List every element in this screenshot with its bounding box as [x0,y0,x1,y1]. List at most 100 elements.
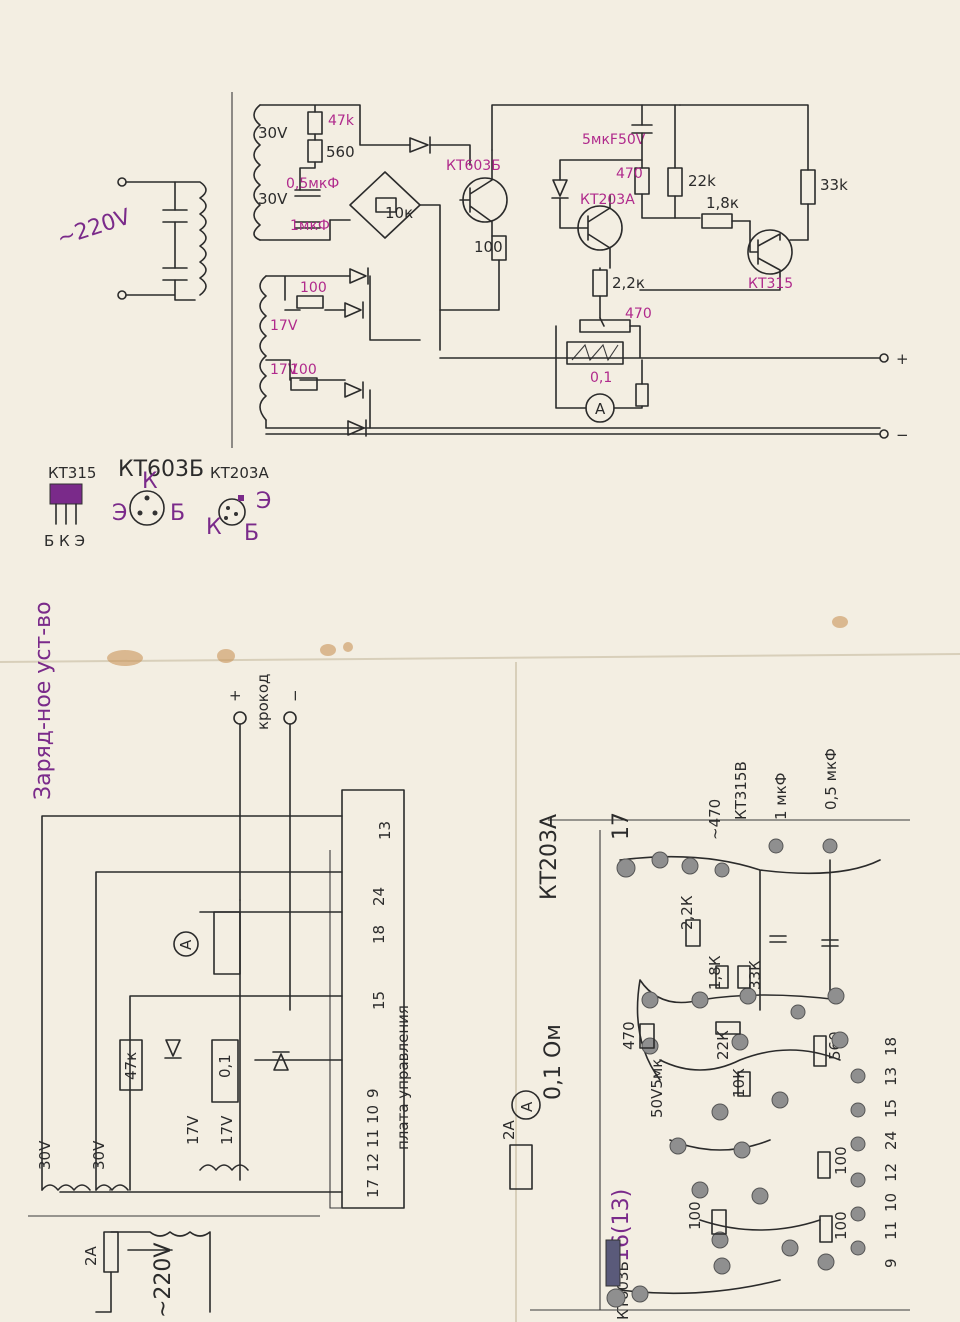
board-r33k: 33К [746,960,764,990]
board-pad [850,1102,866,1118]
board-pad [822,838,838,854]
pinout-kt203-name: КТ203А [210,464,269,482]
bridge-wiring [329,204,441,351]
board-pad [731,1033,749,1051]
board-pad [651,851,669,869]
wiring-fuse-label: 2A [82,1245,100,1266]
board-r470b: 470 [620,1021,638,1050]
board-fuse-label: 2А [500,1119,518,1140]
label-r100-upper: 100 [474,238,503,256]
paper-fold-horizontal [0,653,960,663]
crocodile-plus [233,711,247,725]
kt203-pin [226,506,230,510]
wiring-r47k: 47к [122,1052,140,1080]
board-r100c: 100 [832,1211,850,1240]
pot-wiper [599,317,605,327]
coil-label-30v-a: 30V [258,124,288,142]
board-kt603-body [605,1239,621,1287]
board-fuse [509,1144,533,1190]
board-resistor-22k [715,1021,741,1035]
board-pad [850,1136,866,1152]
board-r22kb: 22К [714,1030,732,1060]
label-560: 560 [326,143,355,161]
resistor-1-8k [701,213,733,229]
label-22k: 22k [688,172,716,190]
board-pad [711,1103,729,1121]
board-pad [714,862,730,878]
kt203-e: Э [256,489,271,514]
bridge-resistor [375,197,397,213]
label-cap-1: 1мкФ [290,218,330,234]
board-pad [831,1031,849,1049]
diode-kt203 [552,179,568,197]
board-pad [606,1288,626,1308]
coil-17v [199,1164,249,1171]
kt203-k: К [206,515,222,540]
minus-terminal [879,429,889,439]
label-33k: 33k [820,176,848,194]
label-pot-470: 470 [625,306,652,322]
label-kt603: КТ603Б [446,158,501,174]
board-resistor-560 [813,1035,827,1067]
label-minus: − [896,426,909,444]
board-pad [790,1004,806,1020]
resistor-33k [800,169,816,205]
label-shunt: 0,1 [590,370,612,386]
potentiometer-470 [579,319,631,333]
paper-stain [217,649,235,663]
board-pad [781,1239,799,1257]
clip-wires [239,723,291,1011]
wiring-pot-47k [119,1039,143,1091]
label-kt203: КТ203А [580,192,635,208]
board-pin-17: 17 [609,812,634,840]
control-board [341,789,405,1209]
wiring-resistor [213,911,241,975]
board-pin-9: 9 [882,1258,900,1268]
kt315-leads [639,220,781,291]
pin-10: 10 [364,1105,382,1124]
wiring-ammeter-label: A [177,939,195,950]
meter-wiring [555,325,881,409]
label-r100-mid: 100 [300,280,327,296]
pinout-kt603-name: КТ603Б [118,457,204,482]
pinout-legend: КТ315 Б К Э КТ603Б К Э Б КТ203А Э К Б [44,457,271,550]
resistor-2-2k [592,269,608,297]
label-bridge-r: 10к [385,204,413,222]
board-r470: ~470 [706,799,724,840]
shunt-0-1 [566,341,624,365]
board-pad [733,1141,751,1159]
board-pad [827,987,845,1005]
kt603-case [129,490,165,526]
board-pad [641,991,659,1009]
board-shunt: 0,1 Ом [541,1024,566,1100]
diode-low [347,420,365,436]
board-resistor-100c [819,1215,833,1243]
minus-rail [265,419,881,429]
board-resistor-33k [737,965,751,989]
board-r10k: 10К [730,1068,748,1098]
pinout-kt315-pins: Б К Э [44,532,85,550]
pin-15: 15 [370,991,388,1010]
r470-wiring [641,159,701,219]
wiring-fuse [103,1231,119,1273]
board-pad [817,1253,835,1271]
resistor-22k [667,167,683,197]
secondary-coil-17v [259,275,267,421]
kt603-wiring [439,104,681,311]
board-kt315: КТ315В [732,761,750,820]
board-pin-13: 13 [882,1067,900,1086]
wiring-diode-1 [165,1039,181,1057]
resistor-560 [307,139,323,163]
mains-wires [125,181,196,301]
pin-17: 17 [364,1179,382,1198]
board-pad [850,1240,866,1256]
resistor-47k [307,111,323,135]
crocodile-label: крокод [254,674,272,730]
board-r100b: 100 [686,1201,704,1230]
coil-label-17v-b: 17V [270,362,298,378]
control-board-inner [329,850,342,1209]
thyristor-1 [349,268,367,284]
paper-stain [832,616,848,628]
board-pad [711,1231,729,1249]
board-resistor-1-8k [715,965,729,989]
